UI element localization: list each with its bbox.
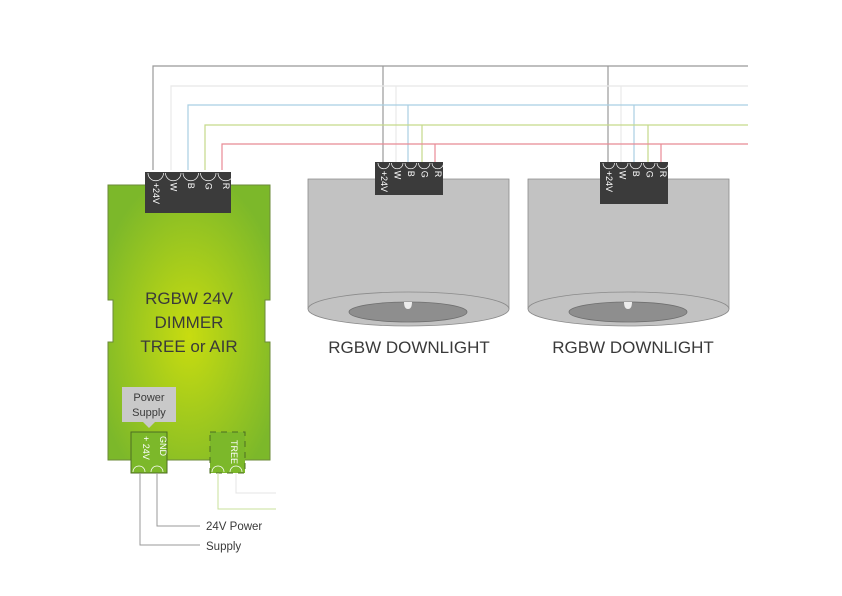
downlight-1-body [307, 178, 510, 310]
downlight-2-pin-w: W [617, 171, 627, 180]
dimmer-socket [200, 172, 217, 182]
downlight-2-housing [600, 162, 668, 204]
tree-connector[interactable]: TREE [209, 431, 246, 474]
pin-tree: TREE [229, 440, 239, 464]
pin-gnd: GND [158, 436, 168, 457]
wire-w [170, 85, 748, 170]
downlight-1-pin-b: B [406, 171, 416, 177]
downlight-1-pin-24v: +24V [379, 171, 389, 192]
dimmer-module[interactable]: RGBW 24V DIMMER TREE or AIR Power Supply… [107, 184, 271, 474]
bus-wires [152, 65, 748, 170]
downlight-1-socket [418, 162, 431, 170]
downlight-2-socket [602, 162, 615, 170]
dimmer-output-connector[interactable]: +24V W B G R [145, 172, 234, 213]
dimmer-title-line-2: DIMMER [155, 313, 224, 332]
downlight-2-led [624, 302, 632, 309]
power-supply-wires: 24V Power Supply [139, 473, 262, 553]
downlight-1-socket [431, 162, 444, 170]
downlight-2-pin-b: B [631, 171, 641, 177]
dimmer-pin-g: G [203, 183, 213, 190]
tree-wires [217, 473, 276, 510]
dimmer-pin-24v: +24V [151, 183, 161, 204]
wire-r [221, 143, 748, 170]
downlight-1-pin-r: R [433, 171, 443, 178]
pin-plus-24v: + 24V [141, 436, 151, 460]
power-supply-label-line-2: Supply [206, 541, 241, 553]
downlight-2-socket [656, 162, 669, 170]
downlight-2-socket [643, 162, 656, 170]
power-tag-line-2: Supply [132, 407, 166, 419]
downlight-2-pin-g: G [644, 171, 654, 178]
dimmer-title-line-3: TREE or AIR [140, 337, 237, 356]
power-tag-line-1: Power [133, 392, 165, 404]
dimmer-pin-b: B [186, 183, 196, 189]
downlight-1-housing [375, 162, 443, 195]
power-connector[interactable]: + 24V GND [130, 431, 168, 474]
dimmer-pin-r: R [221, 183, 231, 190]
power-supply-label-line-1: 24V Power [206, 521, 262, 533]
downlight-1-pin-w: W [392, 171, 402, 180]
downlight-1-pin-g: G [419, 171, 429, 178]
downlight-2-pin-24v: +24V [604, 171, 614, 192]
dimmer-title-line-1: RGBW 24V [145, 289, 234, 308]
downlight-2-socket [629, 162, 642, 170]
downlight-1-socket [377, 162, 390, 170]
dimmer-pin-w: W [168, 183, 178, 192]
downlight-1-label: RGBW DOWNLIGHT [328, 338, 490, 357]
downlight-1-socket [404, 162, 417, 170]
dimmer-socket [147, 172, 164, 182]
dimmer-socket [217, 172, 234, 182]
wire-24v [152, 65, 748, 170]
dimmer-socket [165, 172, 182, 182]
dimmer-housing [145, 172, 231, 213]
downlight-1[interactable]: RGBW DOWNLIGHT [307, 178, 510, 357]
downlight-2[interactable]: RGBW DOWNLIGHT [527, 178, 730, 357]
wire-b [187, 104, 748, 170]
downlight-2-socket [616, 162, 629, 170]
dimmer-socket [182, 172, 199, 182]
downlight-2-pin-r: R [658, 171, 668, 178]
downlight-1-socket [391, 162, 404, 170]
downlight-1-led [404, 302, 412, 309]
downlight-2-label: RGBW DOWNLIGHT [552, 338, 714, 357]
wire-g [204, 124, 748, 170]
power-supply-tag: Power Supply [122, 387, 176, 428]
